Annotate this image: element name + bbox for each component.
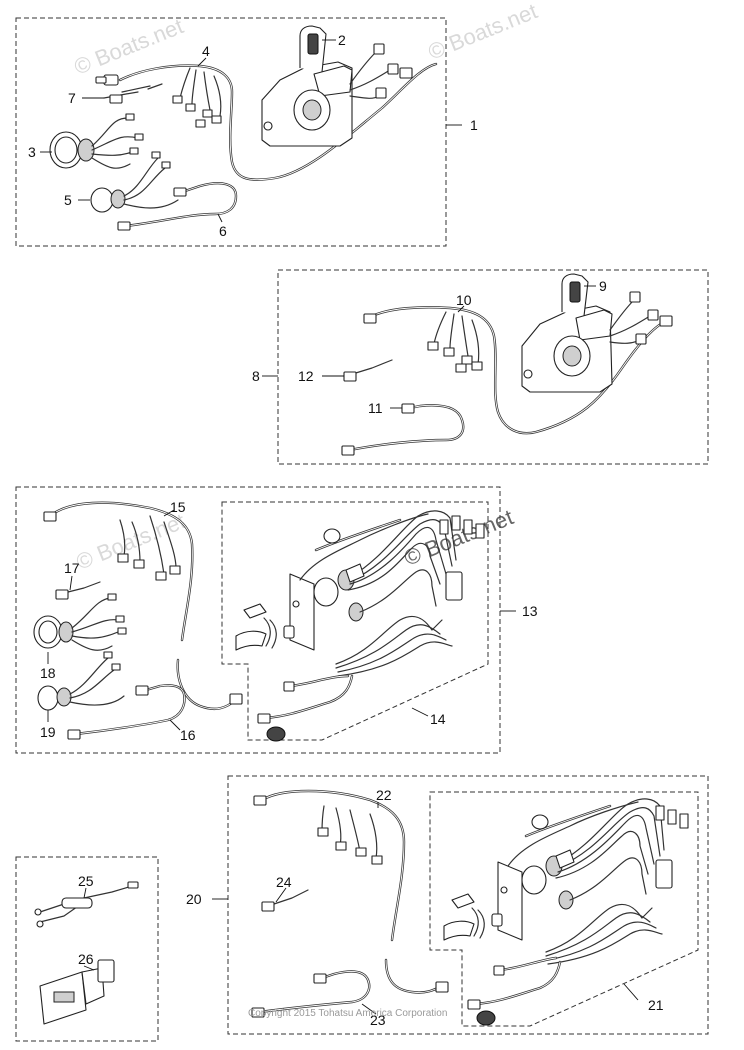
callout-21: 21 (648, 997, 664, 1013)
group-13-remote-control-kit (15, 486, 516, 754)
group-25-26-border (15, 856, 159, 1042)
callout-9: 9 (599, 278, 607, 294)
callout-15: 15 (170, 499, 186, 515)
callout-20: 20 (186, 891, 202, 907)
group-1-remote-control-kit (15, 17, 462, 247)
callout-11: 11 (368, 400, 383, 416)
callout-4: 4 (202, 43, 210, 59)
watermark-text: © Boats.net (73, 508, 189, 574)
copyright-text: Copyright 2015 Tohatsu America Corporati… (248, 1008, 447, 1019)
callout-2: 2 (338, 32, 346, 48)
group-1-border (15, 17, 447, 247)
callout-18: 18 (40, 665, 56, 681)
callout-7: 7 (68, 90, 76, 106)
watermark-text: © Boats.net (425, 0, 541, 65)
callout-1: 1 (470, 117, 478, 133)
group-14-border (221, 501, 489, 741)
callout-12: 12 (298, 368, 314, 384)
callout-22: 22 (376, 787, 392, 803)
callout-16: 16 (180, 727, 196, 743)
group-25-26 (15, 856, 159, 1042)
callout-10: 10 (456, 292, 472, 308)
group-20-remote-control-kit (212, 775, 709, 1035)
watermark-text: © Boats.net (401, 504, 517, 570)
group-21-border (429, 791, 699, 1027)
callout-8: 8 (252, 368, 260, 384)
callout-3: 3 (28, 144, 36, 160)
callout-5: 5 (64, 192, 72, 208)
group-8-border (277, 269, 709, 465)
group-20-border (227, 775, 709, 1035)
callout-23: 23 (370, 1012, 386, 1028)
leader-lines (40, 39, 639, 1015)
group-13-border (15, 486, 501, 754)
callout-24: 24 (276, 874, 292, 890)
callout-14: 14 (430, 711, 446, 727)
group-8-remote-control-kit (262, 269, 709, 465)
callout-13: 13 (522, 603, 538, 619)
callout-26: 26 (78, 951, 94, 967)
callout-6: 6 (219, 223, 227, 239)
watermark-text: © Boats.net (71, 13, 187, 79)
callout-numbers: 1 2 3 4 5 6 7 8 9 10 11 12 13 14 15 16 1… (28, 32, 664, 1028)
callout-25: 25 (78, 873, 94, 889)
callout-19: 19 (40, 724, 56, 740)
callout-17: 17 (64, 560, 80, 576)
